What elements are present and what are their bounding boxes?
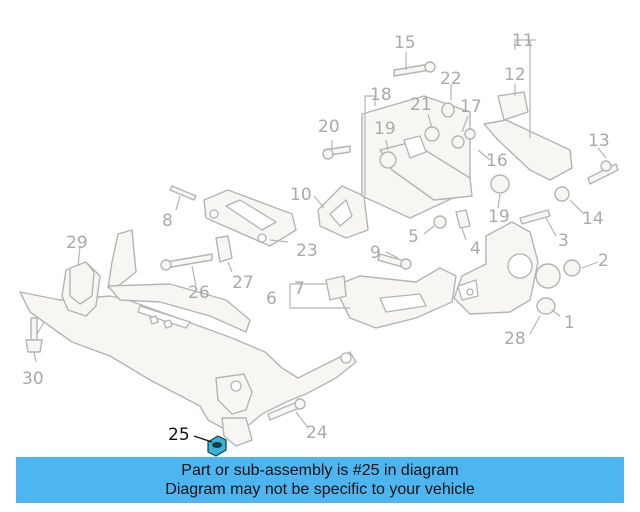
bolt-30 [25,317,43,353]
callout-2: 2 [598,251,609,271]
callout-25: 25 [168,425,190,445]
callout-17: 17 [460,97,482,117]
trailing-arm-6 [325,267,457,329]
link-bracket-23 [203,189,297,247]
callout-27: 27 [232,273,254,293]
control-arm-18 [361,95,510,219]
callout-26: 26 [188,283,210,303]
bolt-26 [160,253,213,271]
callout-24: 24 [306,423,328,443]
bracket-10 [317,185,369,239]
callout-16: 16 [486,151,508,171]
mount-29 [69,261,95,305]
small-hardware [322,61,619,315]
callout-9: 9 [370,243,381,263]
bolt-24 [267,398,306,421]
lower-arm-11 [483,91,573,202]
callout-21: 21 [410,95,432,115]
callout-10: 10 [290,185,312,205]
callout-19b: 19 [488,207,510,227]
callout-22: 22 [440,69,462,89]
callout-12: 12 [504,65,526,85]
callout-6: 6 [266,289,277,309]
callout-18: 18 [370,85,392,105]
leader-lines [33,39,607,443]
callout-11: 11 [512,31,534,51]
callout-3: 3 [558,231,569,251]
callout-20: 20 [318,117,340,137]
knuckle-1 [453,221,561,315]
banner-line-2: Diagram may not be specific to your vehi… [165,481,475,498]
callout-7: 7 [294,279,305,299]
callout-13: 13 [588,131,610,151]
callout-8: 8 [162,211,173,231]
callout-15: 15 [394,33,416,53]
callout-23: 23 [296,241,318,261]
callout-29: 29 [66,233,88,253]
callout-28: 28 [504,329,526,349]
banner-line-1: Part or sub-assembly is #25 in diagram [181,462,459,479]
info-banner: Part or sub-assembly is #25 in diagram D… [16,457,624,503]
callout-19a: 19 [374,119,396,139]
callout-1: 1 [564,313,575,333]
callout-5: 5 [408,227,419,247]
callout-labels: 1 2 3 4 5 6 7 8 9 10 11 12 13 14 15 16 1… [22,31,610,445]
callout-14: 14 [582,209,604,229]
highlighted-part-25[interactable] [207,435,227,457]
callout-30: 30 [22,369,44,389]
callout-4: 4 [470,239,481,259]
bolt-8 [169,185,197,201]
washer-27 [215,235,233,263]
